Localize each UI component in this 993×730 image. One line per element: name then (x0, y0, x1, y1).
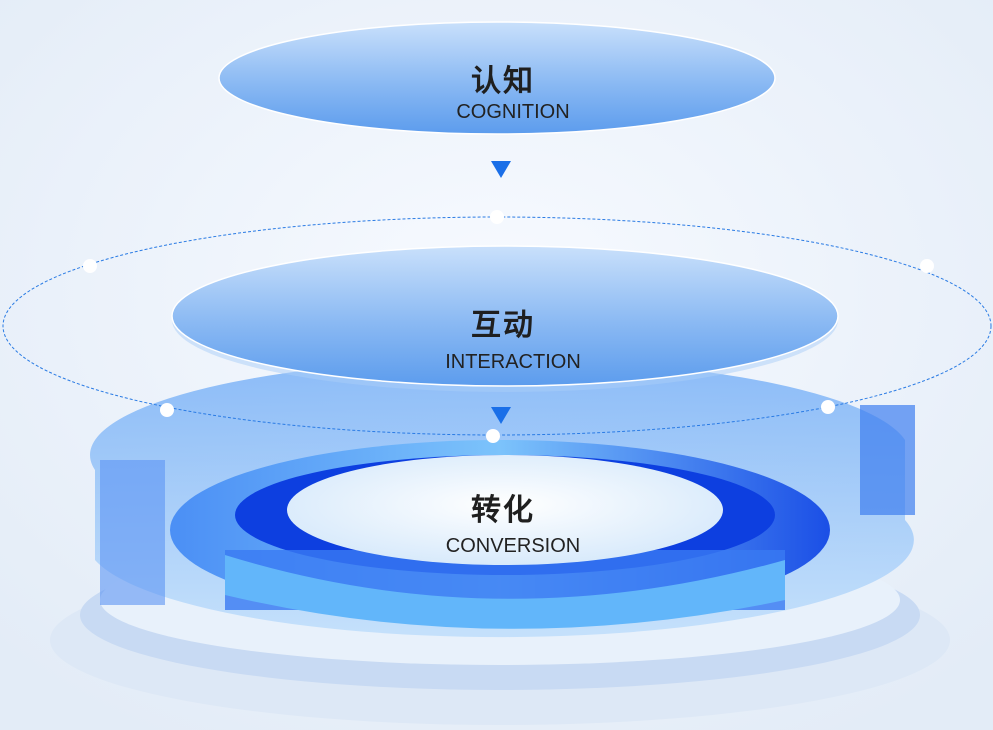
cognition-subtitle: COGNITION (456, 101, 570, 123)
orbit-dashed-ellipse (2, 216, 992, 436)
interaction-disc (171, 245, 839, 387)
interaction-title: 互动 (471, 308, 535, 343)
down-arrow-icon (491, 407, 511, 424)
conversion-title: 转化 (471, 493, 535, 528)
orbit-dots (83, 210, 934, 443)
orbit-dot (821, 400, 835, 414)
ring-front-face (225, 555, 785, 629)
cognition-disc (218, 21, 776, 135)
outer-ring-segment (100, 460, 165, 605)
conversion-subtitle: CONVERSION (445, 535, 581, 557)
orbit-dot (83, 259, 97, 273)
orbit-dot (486, 429, 500, 443)
interaction-subtitle: INTERACTION (445, 351, 581, 373)
orbit-dot (490, 210, 504, 224)
center-platform (287, 455, 723, 565)
outer-ring-segment (860, 405, 915, 515)
orbit-dot (160, 403, 174, 417)
cognition-title: 认知 (471, 64, 535, 99)
down-arrow-icon (491, 161, 511, 178)
orbit-dot (920, 259, 934, 273)
